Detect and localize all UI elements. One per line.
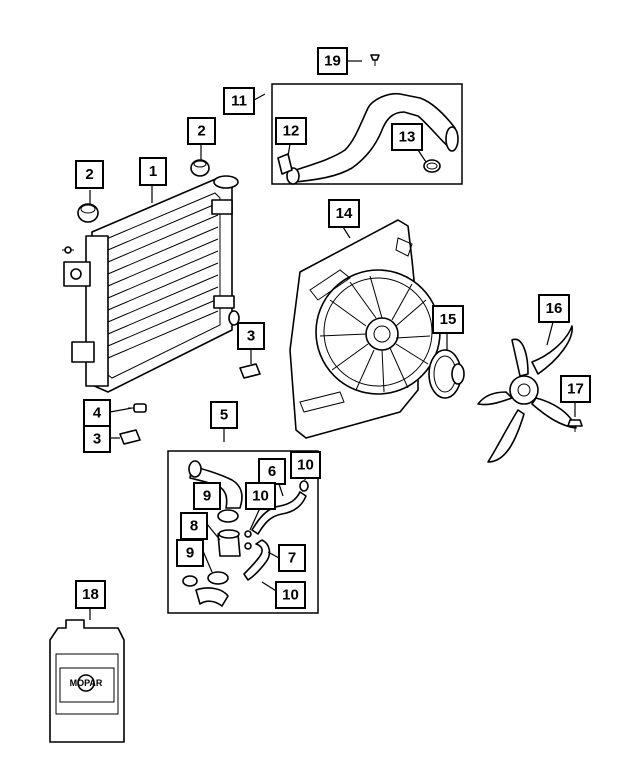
hose-clamps-10 xyxy=(244,530,252,550)
callout-3-lower: 3 xyxy=(83,425,111,453)
callout-3-upper: 3 xyxy=(237,322,265,350)
svg-text:16: 16 xyxy=(546,300,563,317)
callout-9-upper: 9 xyxy=(193,482,221,510)
callout-15: 15 xyxy=(432,305,464,334)
lower-hose-bottom-section xyxy=(182,575,229,607)
callout-18: 18 xyxy=(75,580,106,609)
svg-text:2: 2 xyxy=(85,166,93,183)
callout-4: 4 xyxy=(83,399,111,427)
svg-text:1: 1 xyxy=(149,163,157,180)
callout-10-middle: 10 xyxy=(245,482,276,510)
hose-connector-8 xyxy=(217,529,241,557)
push-pin xyxy=(370,54,380,66)
callout-2-right: 2 xyxy=(187,117,216,145)
callout-1: 1 xyxy=(139,157,167,186)
svg-text:3: 3 xyxy=(247,328,255,345)
svg-text:2: 2 xyxy=(197,123,205,140)
bracket-lower xyxy=(119,429,141,445)
svg-text:13: 13 xyxy=(399,129,416,146)
callout-13: 13 xyxy=(391,123,423,151)
hose-clamp-9a xyxy=(217,509,239,523)
svg-text:3: 3 xyxy=(93,431,101,448)
hose-clamp-small xyxy=(277,153,293,175)
hose-clamp-9b xyxy=(207,571,229,585)
fan-shroud xyxy=(289,219,441,439)
callout-9-lower: 9 xyxy=(176,539,204,567)
isolator-left xyxy=(77,203,99,223)
svg-text:17: 17 xyxy=(567,381,584,398)
callout-7: 7 xyxy=(278,544,306,572)
svg-text:5: 5 xyxy=(220,407,228,424)
callout-5: 5 xyxy=(210,401,238,429)
svg-text:15: 15 xyxy=(440,311,457,328)
callout-19: 19 xyxy=(317,47,348,75)
leader-lines xyxy=(89,60,576,620)
callout-14: 14 xyxy=(328,199,360,228)
fan-clutch xyxy=(428,349,465,399)
upper-hose xyxy=(286,92,459,185)
fan-bolt xyxy=(567,419,583,432)
callout-6: 6 xyxy=(258,458,286,485)
callout-8: 8 xyxy=(180,512,208,540)
svg-text:14: 14 xyxy=(336,205,353,222)
svg-text:6: 6 xyxy=(268,463,276,480)
lower-hose-group-frame xyxy=(167,450,319,614)
fan-blade xyxy=(477,325,577,463)
callout-10-top-right: 10 xyxy=(290,451,321,479)
jug-brand-label: MOPAR xyxy=(70,678,103,688)
bracket-upper xyxy=(239,363,261,379)
svg-text:10: 10 xyxy=(297,457,314,474)
svg-text:4: 4 xyxy=(93,405,102,422)
svg-text:9: 9 xyxy=(186,545,194,562)
radiator xyxy=(63,175,240,393)
callout-17: 17 xyxy=(560,375,591,403)
callout-2-left: 2 xyxy=(75,160,104,189)
callout-12: 12 xyxy=(275,117,307,145)
svg-text:9: 9 xyxy=(203,488,211,505)
coolant-jug: MOPAR xyxy=(49,619,125,743)
svg-text:8: 8 xyxy=(190,518,198,535)
svg-text:11: 11 xyxy=(231,93,247,110)
callout-16: 16 xyxy=(538,294,570,323)
heater-hose-7 xyxy=(243,539,271,581)
svg-text:10: 10 xyxy=(282,587,299,604)
drain-plug xyxy=(128,403,147,413)
svg-text:12: 12 xyxy=(283,123,300,140)
hose-clamp-ring xyxy=(423,159,441,173)
svg-text:18: 18 xyxy=(82,586,99,603)
upper-hose-group-frame xyxy=(271,83,463,185)
radiator-screw xyxy=(62,246,74,254)
isolator-right xyxy=(190,159,210,177)
callout-11: 11 xyxy=(223,87,255,115)
svg-text:7: 7 xyxy=(288,550,296,567)
svg-text:10: 10 xyxy=(252,488,269,505)
svg-text:19: 19 xyxy=(324,53,341,70)
callout-10-bottom: 10 xyxy=(275,581,306,609)
